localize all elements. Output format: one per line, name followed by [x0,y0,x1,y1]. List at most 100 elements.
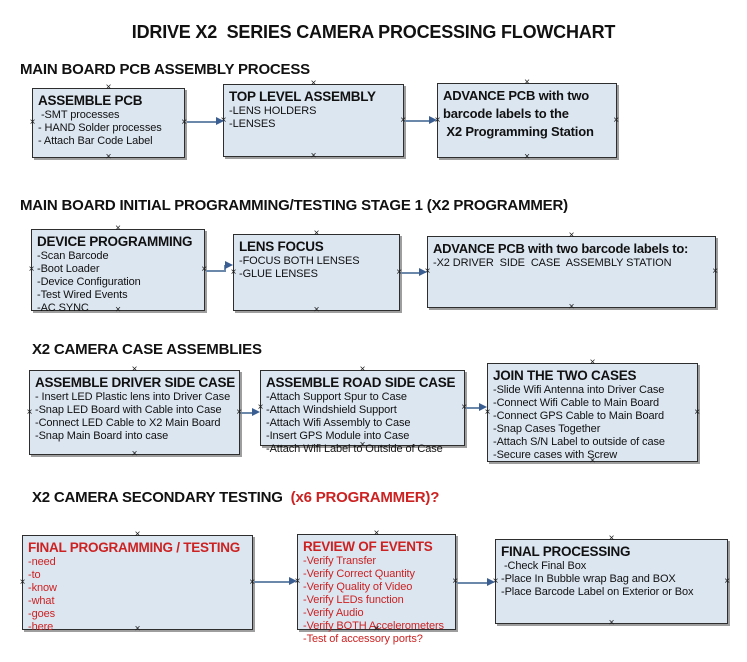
box-title: LENS FOCUS [239,239,324,254]
box-item: -Attach Wifi Label to Outside of Case [266,443,443,455]
box-assemble-pcb: ASSEMBLE PCB -SMT processes- HAND Solder… [29,83,188,162]
section-heading-pcb-assembly: MAIN BOARD PCB ASSEMBLY PROCESS [20,61,310,78]
box-review-of-events: REVIEW OF EVENTS -Verify Transfer-Verify… [295,529,459,645]
section-heading-secondary-testing: X2 CAMERA SECONDARY TESTING (x6 PROGRAMM… [32,489,439,506]
box-items: -Slide Wifi Antenna into Driver Case-Con… [493,384,692,462]
box-item: -Verify Audio [303,607,364,619]
box-item: -Verify Quality of Video [303,581,413,593]
box-advance-pcb-programming-station: ADVANCE PCB with two barcode labels to th… [435,78,620,162]
connection-anchor-mark: × [131,448,138,460]
box-item: -Place Barcode Label on Exterior or Box [501,586,694,598]
box-item: -to [28,569,41,581]
box-item: -X2 DRIVER SIDE CASE ASSEMBLY STATION [433,257,672,269]
box-title: JOIN THE TWO CASES [493,368,637,383]
box-items: -need-to-know-what-goes-here [28,556,247,634]
box-items: -Scan Barcode-Boot Loader-Device Configu… [37,250,199,315]
connection-anchor-mark: × [608,617,615,629]
box-item: -Check Final Box [501,560,587,572]
box-device-programming: DEVICE PROGRAMMING -Scan Barcode-Boot Lo… [28,224,208,315]
box-item: -Scan Barcode [37,250,109,262]
connection-anchor-mark: × [26,406,33,418]
box-item: -Verify Transfer [303,555,376,567]
box-item: -Attach Support Spur to Case [266,391,407,403]
box-items: -Attach Support Spur to Case-Attach Wind… [266,391,459,456]
box-item: - HAND Solder processes [38,122,162,134]
connection-anchor-mark: × [712,266,719,277]
box-item: -here [28,621,54,633]
connection-anchor-mark: × [613,114,620,126]
box-item: -Snap LED Board with Cable into Case [35,404,222,416]
connection-anchor-mark: × [28,264,35,275]
box-item: -know [28,582,57,594]
box-item: -Device Configuration [37,276,141,288]
box-item: -SMT processes [38,109,120,121]
box-join-the-two-cases: JOIN THE TWO CASES -Slide Wifi Antenna i… [485,358,701,466]
box-item: -Verify BOTH Accelerometers [303,620,444,632]
page-title: IDRIVE X2 SERIES CAMERA PROCESSING FLOWC… [131,22,616,42]
connection-anchor-mark: × [313,304,320,316]
box-item: -Insert GPS Module into Case [266,430,410,442]
box-final-programming-testing: FINAL PROGRAMMING / TESTING -need-to-kno… [19,530,256,634]
connection-anchor-mark: × [694,406,701,418]
box-items: -FOCUS BOTH LENSES-GLUE LENSES [239,255,394,281]
section-heading-case-assemblies: X2 CAMERA CASE ASSEMBLIES [32,341,262,358]
box-item: -Snap Main Board into case [35,430,169,442]
box-items: -Verify Transfer-Verify Correct Quantity… [303,555,450,646]
box-item: -need [28,556,56,568]
box-item: -FOCUS BOTH LENSES [239,255,360,267]
box-item: -AC SYNC [37,302,89,314]
box-item: -Connect Wifi Cable to Main Board [493,397,660,409]
connection-anchor-mark: × [230,266,237,278]
section-heading-initial-programming: MAIN BOARD INITIAL PROGRAMMING/TESTING S… [20,197,568,214]
connection-anchor-mark: × [19,576,26,588]
connection-anchor-mark: × [568,301,575,313]
box-item: -Secure cases with Screw [493,449,618,461]
box-title: FINAL PROGRAMMING / TESTING [28,540,240,555]
box-items: ADVANCE PCB with two barcode labels to th… [443,87,611,141]
box-item: -Attach S/N Label to outside of case [493,436,665,448]
box-lens-focus: LENS FOCUS -FOCUS BOTH LENSES-GLUE LENSE… [230,229,403,315]
box-item: -Test of accessory ports? [303,633,423,645]
box-item: -Connect GPS Cable to Main Board [493,410,665,422]
connection-anchor-mark: × [29,117,36,128]
connection-anchor-mark: × [181,117,188,128]
box-item: ADVANCE PCB with two [443,88,589,103]
box-items: -SMT processes- HAND Solder processes- A… [38,109,179,148]
box-item: -Test Wired Events [37,289,128,301]
heading-red-text: (x6 PROGRAMMER)? [282,489,440,506]
box-assemble-driver-side-case: ASSEMBLE DRIVER SIDE CASE - Insert LED P… [26,365,243,459]
connection-anchor-mark: × [524,151,530,163]
box-title: ADVANCE PCB with two barcode labels to: [433,241,689,256]
box-item: -Boot Loader [37,263,100,275]
box-item: X2 Programming Station [443,124,594,139]
box-top-level-assembly: TOP LEVEL ASSEMBLY -LENS HOLDERS-LENSES … [221,79,407,161]
box-assemble-road-side-case: ASSEMBLE ROAD SIDE CASE -Attach Support … [258,365,468,455]
box-items: -X2 DRIVER SIDE CASE ASSEMBLY STATION [433,257,710,270]
box-items: - Insert LED Plastic lens into Driver Ca… [35,391,234,443]
connection-anchor-mark: × [249,576,256,588]
box-title: ASSEMBLE PCB [38,93,143,108]
box-item: -GLUE LENSES [239,268,318,280]
box-item: -LENS HOLDERS [229,105,317,117]
box-item: -Slide Wifi Antenna into Driver Case [493,384,665,396]
box-item: -Attach Wifi Assembly to Case [266,417,411,429]
box-title: DEVICE PROGRAMMING [37,234,193,249]
box-item: -LENSES [229,118,276,130]
box-item: -goes [28,608,56,620]
box-title: FINAL PROCESSING [501,544,631,559]
box-item: -Attach Windshield Support [266,404,397,416]
box-item: -Snap Cases Together [493,423,601,435]
box-items: -LENS HOLDERS-LENSES [229,105,398,131]
heading-text: X2 CAMERA SECONDARY TESTING [32,489,283,506]
box-item: - Attach Bar Code Label [38,135,153,147]
box-title: TOP LEVEL ASSEMBLY [229,89,376,104]
box-item: -what [28,595,55,607]
box-item: barcode labels to the [443,106,569,121]
connection-anchor-mark: × [105,151,112,163]
box-item: -Place In Bubble wrap Bag and BOX [501,573,676,585]
box-item: -Connect LED Cable to X2 Main Board [35,417,221,429]
box-advance-pcb-case-assembly: ADVANCE PCB with two barcode labels to: … [425,231,719,312]
box-item: -Verify LEDs function [303,594,404,606]
connection-anchor-mark: × [310,150,317,162]
